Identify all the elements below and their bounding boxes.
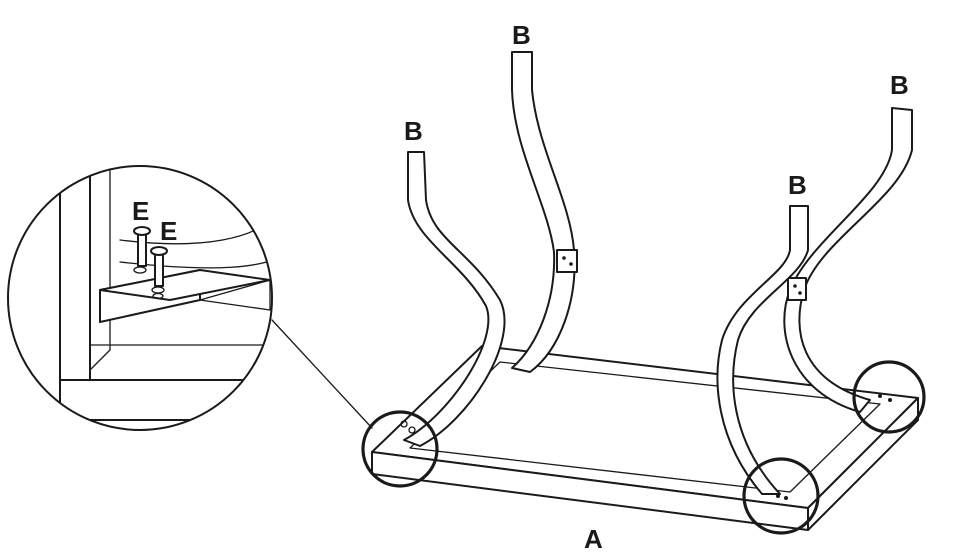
bolt-e-1 — [137, 231, 147, 267]
frame-a — [371, 345, 919, 531]
callout-circle-front — [742, 457, 820, 535]
label-leg-b-2: B — [512, 20, 531, 50]
bolt-e-2 — [154, 251, 164, 287]
leg-bracket — [556, 249, 578, 273]
callout-circle-left — [361, 410, 439, 488]
frame-screws — [400, 394, 892, 500]
label-leg-b-1: B — [404, 116, 423, 146]
zoom-leader-line — [271, 319, 373, 429]
label-leg-b-4: B — [788, 170, 807, 200]
label-bolt-e-2: E — [160, 216, 177, 246]
label-bolt-e-1: E — [132, 196, 149, 226]
label-frame-a: A — [584, 524, 603, 554]
leg-left-back — [511, 51, 578, 373]
leg-right-back — [783, 107, 913, 413]
callout-circle-right — [852, 360, 926, 434]
leg-bracket — [787, 277, 807, 301]
zoom-detail — [7, 165, 273, 431]
leg-left-front — [403, 151, 506, 447]
leg-right-front — [716, 205, 809, 495]
label-leg-b-3: B — [890, 70, 909, 100]
